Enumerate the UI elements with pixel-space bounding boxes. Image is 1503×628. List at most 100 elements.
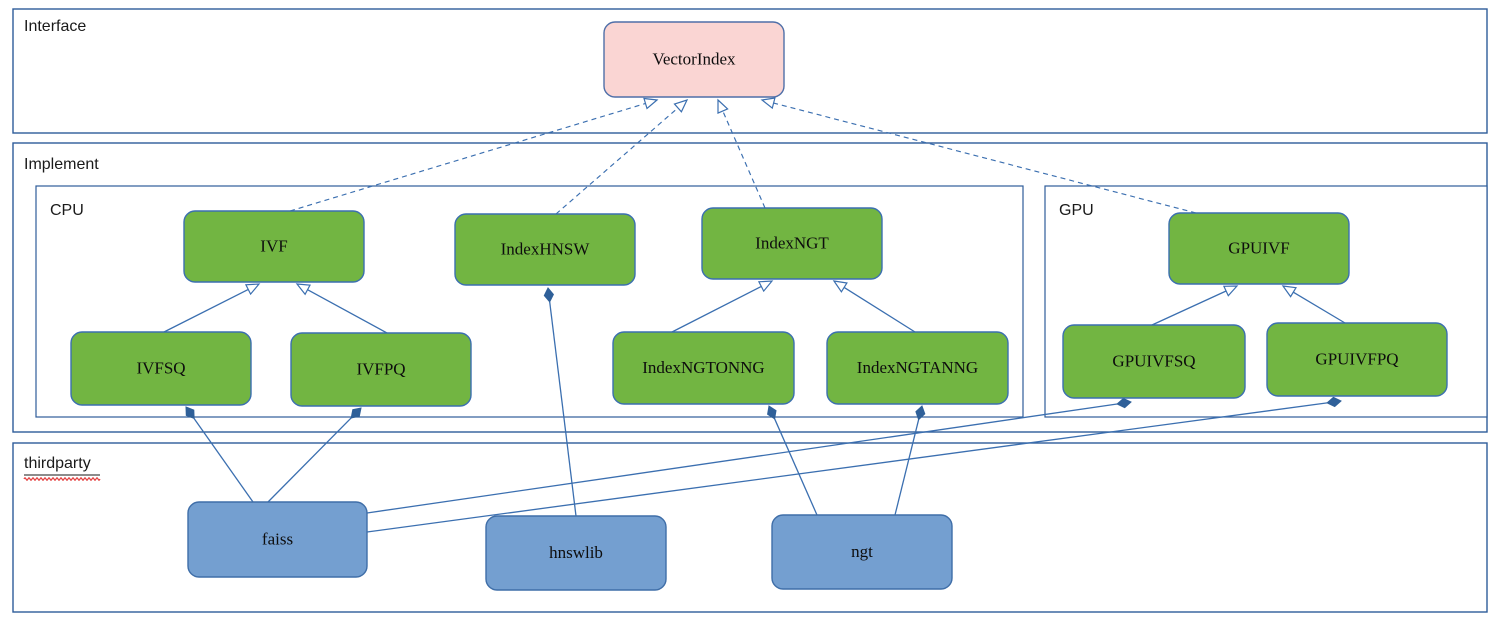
edge-faiss-gpuivfsq-line — [366, 403, 1118, 514]
node-vectorindex-box[interactable] — [603, 21, 785, 98]
node-hnswlib-label: hnswlib — [549, 543, 603, 562]
edge-ngt-vectorindex-arrowhead — [717, 98, 729, 115]
edge-ivfsq-ivf-arrowhead — [244, 283, 261, 296]
node-ivfsq[interactable]: IVFSQ — [70, 331, 252, 406]
edge-hnswlib-indexhnsw-diamond — [543, 287, 554, 303]
edge-faiss-ivfsq — [185, 406, 254, 503]
node-vectorindex-label: VectorIndex — [652, 49, 736, 68]
edge-gpuivfsq-gpuivf-line — [1151, 290, 1227, 326]
edge-gpuivfpq-gpuivf-line — [1292, 291, 1346, 324]
node-ivf-box[interactable] — [183, 210, 365, 283]
node-hnswlib-box[interactable] — [485, 515, 667, 591]
edge-ngtonng-ngt-line — [671, 285, 762, 333]
node-faiss-box[interactable] — [187, 501, 368, 578]
edge-faiss-gpuivfsq-diamond — [1116, 397, 1132, 409]
group-interface-label: Interface — [24, 18, 86, 35]
edge-ivfpq-ivf-arrowhead — [295, 283, 311, 296]
node-ivfsq-label: IVFSQ — [136, 358, 185, 377]
edge-gpuivf-vectorindex — [760, 97, 1197, 214]
node-indexngt-box[interactable] — [701, 207, 883, 280]
node-gpuivf-label: GPUIVF — [1228, 238, 1289, 257]
node-ngt[interactable]: ngt — [771, 514, 953, 590]
node-indexhnsw[interactable]: IndexHNSW — [454, 213, 636, 286]
node-ngt-label: ngt — [851, 542, 873, 561]
node-ivf[interactable]: IVF — [183, 210, 365, 283]
node-gpuivf-box[interactable] — [1168, 212, 1350, 285]
edge-ivf-vectorindex-line — [289, 102, 646, 212]
group-thirdparty-spellcheck-squiggle — [23, 477, 101, 481]
edge-ngtanng-ngt — [832, 280, 916, 333]
node-ivfpq-box[interactable] — [290, 332, 472, 407]
edge-ngt-indexngtonng-line — [774, 418, 818, 516]
edge-faiss-ivfpq-diamond — [350, 407, 362, 419]
edge-ngtonng-ngt — [671, 280, 774, 333]
group-thirdparty-label: thirdparty — [24, 455, 91, 472]
edge-hnsw-vectorindex — [555, 99, 689, 215]
edge-ngt-indexngtonng-diamond — [767, 405, 777, 420]
node-faiss-label: faiss — [262, 529, 293, 548]
edge-gpuivf-vectorindex-arrowhead — [760, 97, 776, 110]
group-implement-label: Implement — [24, 156, 99, 173]
edge-gpuivfpq-gpuivf — [1281, 285, 1346, 324]
edge-ngtonng-ngt-arrowhead — [757, 280, 774, 293]
edge-ngt-indexngtanng-line — [894, 419, 920, 516]
edge-ngt-indexngtanng — [894, 405, 926, 516]
node-indexhnsw-box[interactable] — [454, 213, 636, 286]
edge-ivf-vectorindex — [289, 97, 659, 212]
node-ivfpq[interactable]: IVFPQ — [290, 332, 472, 407]
edge-faiss-gpuivfpq — [366, 396, 1342, 533]
node-ivf-label: IVF — [260, 236, 287, 255]
edge-ngt-indexngtonng — [767, 405, 818, 516]
node-gpuivfsq-label: GPUIVFSQ — [1112, 351, 1195, 370]
node-ngt-box[interactable] — [771, 514, 953, 590]
connectors — [163, 97, 1346, 533]
node-gpuivfpq[interactable]: GPUIVFPQ — [1266, 322, 1448, 397]
edge-ngt-vectorindex — [717, 98, 766, 209]
node-indexngtonng-box[interactable] — [612, 331, 795, 405]
edge-ngtanng-ngt-line — [843, 286, 916, 333]
node-ivfpq-label: IVFPQ — [356, 359, 405, 378]
node-indexngtanng-label: IndexNGTANNG — [857, 358, 978, 377]
edge-faiss-gpuivfsq — [366, 397, 1132, 514]
edge-gpuivf-vectorindex-line — [773, 102, 1197, 214]
edge-ivfpq-ivf-line — [307, 289, 388, 334]
edge-faiss-ivfsq-diamond — [185, 406, 195, 420]
edge-faiss-ivfpq — [267, 407, 362, 503]
node-indexngtanng-box[interactable] — [826, 331, 1009, 405]
node-ivfsq-box[interactable] — [70, 331, 252, 406]
edge-hnswlib-indexhnsw-line — [549, 301, 577, 517]
edge-faiss-gpuivfpq-line — [366, 402, 1328, 533]
edge-hnsw-vectorindex-arrowhead — [673, 99, 689, 113]
node-faiss[interactable]: faiss — [187, 501, 368, 578]
edge-faiss-ivfpq-line — [267, 417, 352, 503]
group-gpu-label: GPU — [1059, 202, 1094, 219]
node-indexngtanng[interactable]: IndexNGTANNG — [826, 331, 1009, 405]
node-indexngt-label: IndexNGT — [755, 233, 829, 252]
edge-faiss-ivfsq-line — [193, 418, 254, 503]
edge-ngtanng-ngt-arrowhead — [832, 280, 848, 293]
edge-ivfsq-ivf-line — [163, 288, 249, 333]
node-indexngtonng[interactable]: IndexNGTONNG — [612, 331, 795, 405]
node-gpuivfsq-box[interactable] — [1062, 324, 1246, 399]
edge-ivfpq-ivf — [295, 283, 388, 334]
edge-ivfsq-ivf — [163, 283, 261, 333]
edge-ngt-indexngtanng-diamond — [915, 405, 926, 421]
node-indexngtonng-label: IndexNGTONNG — [642, 358, 764, 377]
edge-ivf-vectorindex-arrowhead — [643, 97, 659, 110]
node-gpuivfpq-box[interactable] — [1266, 322, 1448, 397]
edge-gpuivfsq-gpuivf — [1151, 285, 1239, 326]
node-gpuivf[interactable]: GPUIVF — [1168, 212, 1350, 285]
node-gpuivfsq[interactable]: GPUIVFSQ — [1062, 324, 1246, 399]
node-gpuivfpq-label: GPUIVFPQ — [1315, 349, 1398, 368]
edge-faiss-gpuivfpq-diamond — [1326, 396, 1342, 408]
edge-gpuivfsq-gpuivf-arrowhead — [1222, 285, 1239, 297]
edge-hnswlib-indexhnsw — [543, 287, 577, 517]
node-vectorindex[interactable]: VectorIndex — [603, 21, 785, 98]
edge-gpuivfpq-gpuivf-arrowhead — [1281, 285, 1297, 298]
node-hnswlib[interactable]: hnswlib — [485, 515, 667, 591]
node-indexngt[interactable]: IndexNGT — [701, 207, 883, 280]
group-cpu-label: CPU — [50, 202, 84, 219]
